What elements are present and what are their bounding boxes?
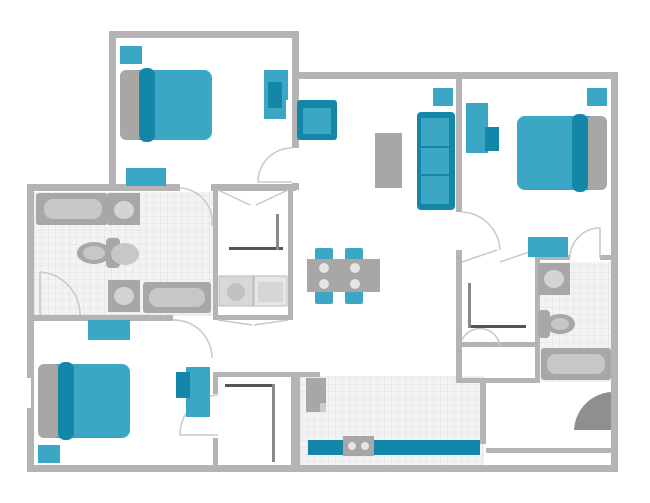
- dresser-icon: [528, 237, 568, 257]
- refrigerator-icon: [306, 378, 326, 412]
- bed-icon: [120, 68, 212, 142]
- kitchen-counter: [308, 440, 480, 455]
- bathtub-icon: [36, 193, 108, 225]
- desk-icon: [176, 367, 210, 417]
- closet-rod-icon: [225, 384, 273, 387]
- sink-icon: [538, 263, 570, 295]
- closet-rod-icon: [229, 247, 283, 250]
- walls: [27, 31, 618, 472]
- armchair-icon: [297, 100, 337, 140]
- dining-table-icon: [307, 248, 380, 304]
- coffee-table-icon: [375, 133, 402, 188]
- desk-icon: [466, 103, 499, 153]
- toilet-icon: [111, 243, 139, 265]
- closet-rod-icon: [468, 325, 526, 328]
- sink-icon: [108, 280, 140, 312]
- toilet-icon: [538, 310, 575, 338]
- nightstand-icon: [38, 445, 60, 463]
- dryer-icon: [253, 275, 288, 307]
- closet-rod-icon: [276, 214, 279, 250]
- sink-icon: [108, 193, 140, 225]
- entry-door-icon[interactable]: [574, 392, 611, 430]
- bathtub-icon: [143, 282, 211, 313]
- sofa-icon: [417, 112, 455, 210]
- closet-rods: [225, 214, 526, 462]
- desk-icon: [264, 70, 288, 119]
- bed-icon: [517, 114, 607, 192]
- bathtub-icon: [541, 348, 611, 380]
- nightstand-icon: [587, 88, 607, 106]
- closet-rod-icon: [468, 283, 471, 328]
- dresser-icon: [88, 320, 130, 340]
- nightstand-icon: [120, 46, 142, 64]
- washer-icon: [218, 275, 254, 307]
- bed-icon: [38, 362, 130, 440]
- side-table-icon: [433, 88, 453, 106]
- stove-icon: [343, 436, 374, 456]
- dresser-icon: [126, 168, 166, 186]
- closet-rod-icon: [272, 384, 275, 462]
